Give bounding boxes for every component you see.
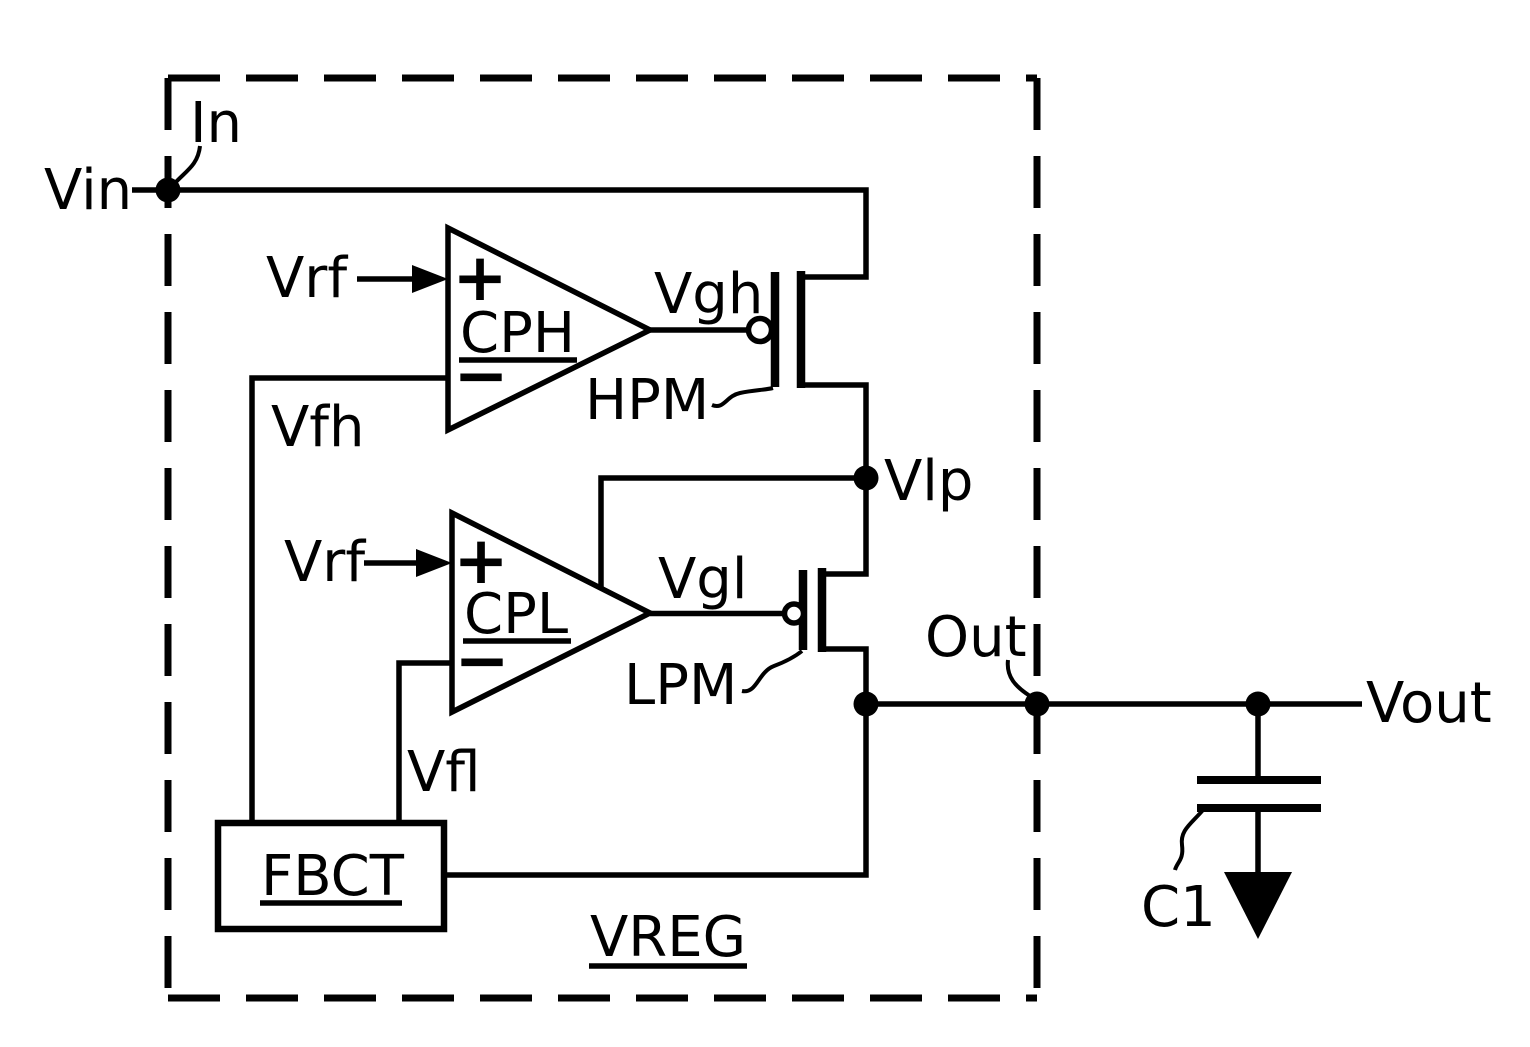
fbct-label: FBCT [261, 844, 405, 909]
vlp-label: Vlp [884, 449, 973, 514]
lpm-drain-wire [822, 646, 869, 704]
vgl-label: Vgl [658, 547, 747, 612]
ground-arrow [1224, 872, 1292, 939]
comparator-cph: + − CPH [445, 223, 657, 435]
net-labels: Vin In Vrf Vrf Vgh Vgl HPM LPM Vfh Vfl V… [44, 91, 1492, 805]
fbct-box [214, 819, 448, 933]
out-port-node [1024, 691, 1050, 717]
vrf-high-arrowhead [412, 265, 448, 293]
block-title: VREG [589, 905, 747, 970]
capacitor-c1: C1 [1141, 776, 1321, 940]
cpl-label: CPL [464, 582, 568, 647]
hpm-leader-line [711, 386, 774, 409]
cph-label: CPH [460, 301, 575, 366]
transistor-lpm [781, 568, 827, 652]
leader-lines [173, 145, 1032, 698]
vgh-label: Vgh [654, 262, 763, 327]
vreg-label: VREG [590, 905, 746, 970]
vin-wire [132, 187, 869, 280]
vlp-to-cpl-supply-wire [598, 475, 866, 588]
vreg-dashed-boundary [164, 74, 1041, 1002]
lpm-gate-bubble [781, 601, 807, 626]
hpm-drain-wire [801, 382, 869, 478]
hpm-label: HPM [585, 368, 709, 433]
fbct-sense-wire [444, 704, 869, 878]
junction-nodes [155, 177, 1271, 717]
cpl-triangle [449, 508, 657, 717]
fbct-block: FBCT [214, 819, 448, 933]
hpm-gate-bubble [745, 315, 775, 345]
vfh-label: Vfh [271, 395, 365, 460]
cpl-plus-input-symbol: + [453, 522, 508, 599]
cph-plus-input-symbol: + [452, 239, 507, 316]
lpm-source-wire [822, 478, 869, 577]
vin-label: Vin [44, 158, 132, 223]
vfh-wire [249, 375, 448, 826]
cph-triangle [445, 223, 657, 435]
vfl-wire [396, 660, 452, 826]
lpm-label: LPM [624, 653, 737, 718]
cap-tap-node [1245, 691, 1271, 717]
vout-label: Vout [1366, 671, 1492, 736]
drain-out-node [853, 691, 879, 717]
cpl-minus-input-symbol: − [454, 622, 509, 699]
vrf-low-label: Vrf [284, 530, 366, 595]
cph-minus-input-symbol: − [453, 337, 508, 414]
transistor-hpm [745, 271, 806, 388]
vfl-label: Vfl [407, 740, 481, 805]
c1-leader-line [1173, 808, 1205, 871]
out-leader-line [1005, 659, 1032, 698]
out-port-label: Out [925, 605, 1027, 670]
vrf-high-label: Vrf [266, 246, 348, 311]
c1-label: C1 [1141, 875, 1216, 940]
in-port-label: In [190, 91, 242, 156]
in-leader-line [173, 145, 202, 185]
vlp-node [853, 465, 879, 491]
comparator-cpl: + − CPL [449, 508, 657, 717]
vrf-low-arrowhead [416, 549, 452, 577]
vin-node [155, 177, 181, 203]
lpm-leader-line [741, 649, 804, 694]
